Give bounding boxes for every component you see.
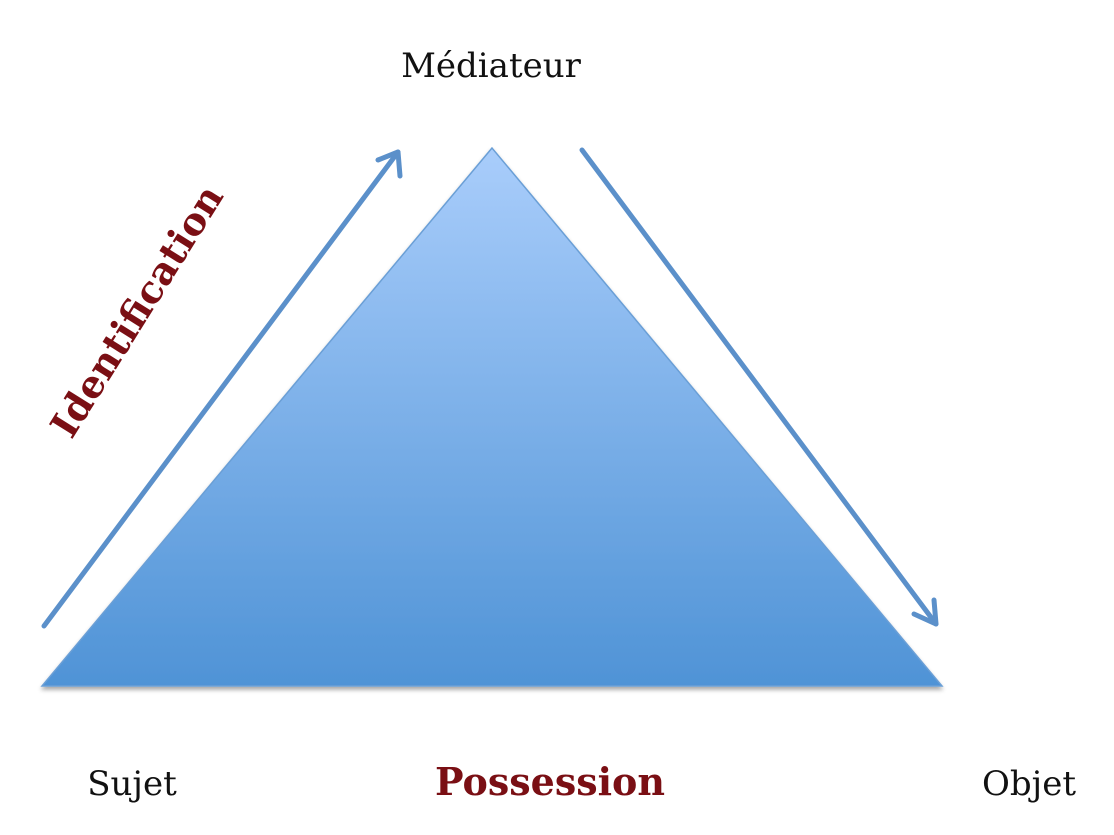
possession-arrow xyxy=(579,147,939,627)
mediator-label: Médiateur xyxy=(401,46,582,86)
possession-label: Possession xyxy=(435,759,665,804)
object-label: Objet xyxy=(982,764,1076,804)
subject-label: Sujet xyxy=(87,764,177,804)
triangle-shape xyxy=(40,146,944,687)
identification-arrow xyxy=(41,149,403,629)
identification-label: Identification xyxy=(41,177,232,446)
